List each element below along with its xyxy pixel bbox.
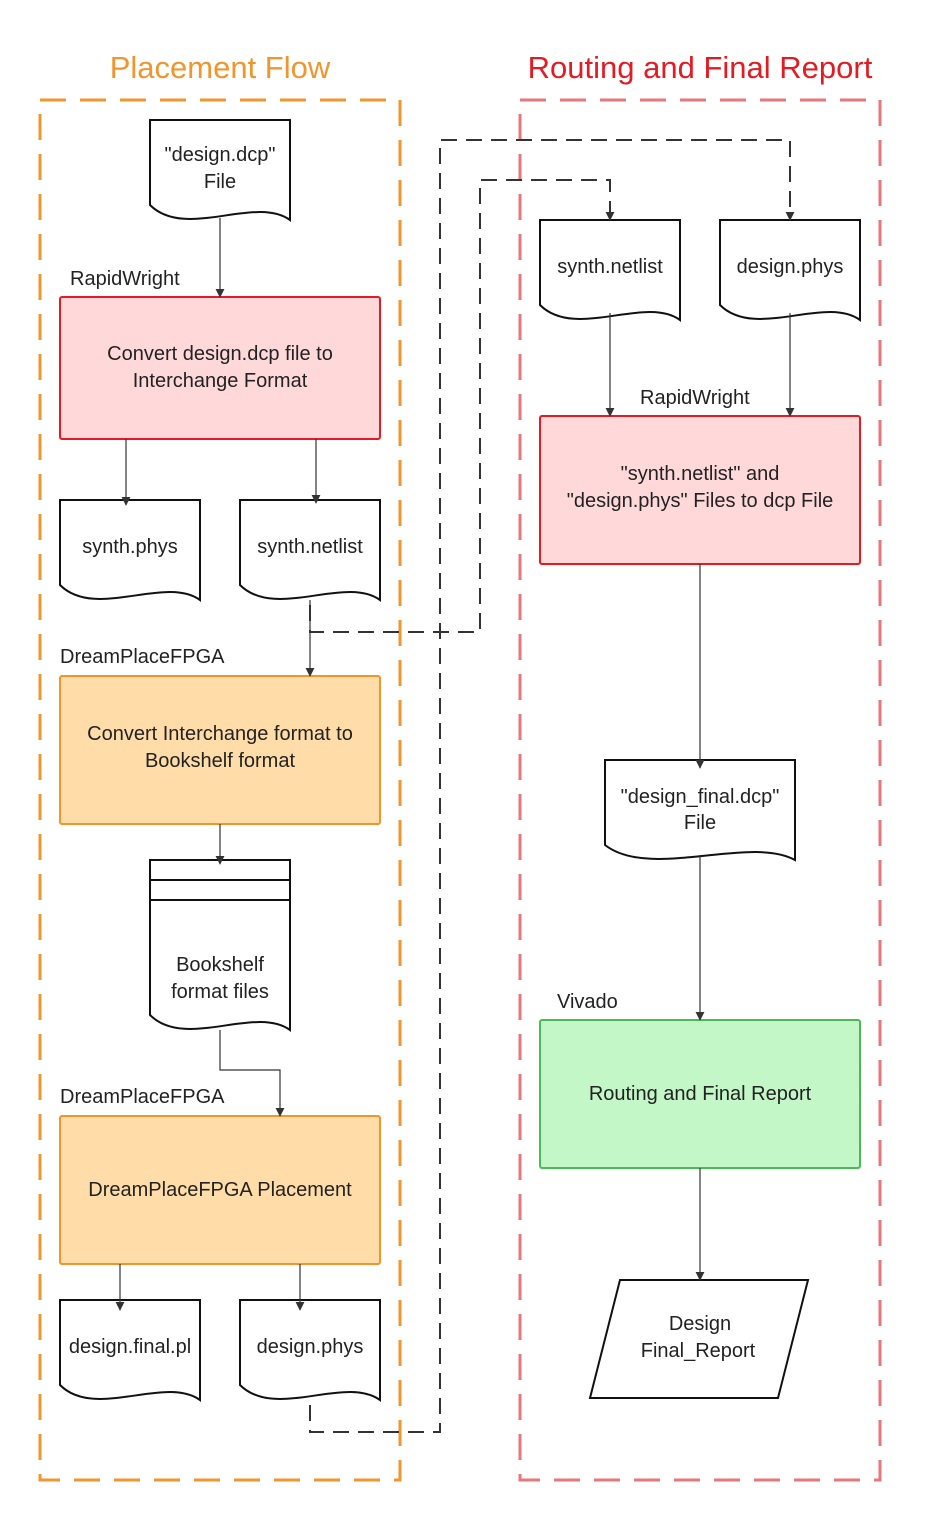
- doc-synth-phys: synth.phys: [59, 499, 201, 602]
- svg-text:Final_Report: Final_Report: [641, 1340, 756, 1362]
- arrow-bookshelf-to-placement: [219, 1030, 285, 1117]
- doc-synth-netlist-left: synth.netlist: [239, 499, 381, 602]
- doc-synth-netlist-right: synth.netlist: [539, 219, 681, 322]
- output-design-final-report: Design Final_Report: [588, 1279, 810, 1399]
- process-routing: Routing and Final Report: [539, 1019, 861, 1169]
- tool-label-dreamplace-2: DreamPlaceFPGA: [60, 1086, 225, 1108]
- svg-text:"design.dcp": "design.dcp": [165, 144, 276, 166]
- svg-text:Interchange Format: Interchange Format: [133, 370, 308, 392]
- svg-text:DreamPlaceFPGA Placement: DreamPlaceFPGA Placement: [88, 1179, 352, 1201]
- placement-flow-title: Placement Flow: [110, 50, 331, 85]
- svg-text:"design_final.dcp": "design_final.dcp": [621, 786, 780, 808]
- doc-design-phys-left: design.phys: [239, 1299, 381, 1402]
- dashed-netlist-to-right: [309, 179, 615, 633]
- routing-title: Routing and Final Report: [528, 50, 873, 85]
- doc-design-dcp: "design.dcp" File: [149, 119, 291, 222]
- svg-text:Routing and Final Report: Routing and Final Report: [589, 1083, 812, 1105]
- placement-flow-frame: [38, 98, 402, 1482]
- svg-text:File: File: [684, 812, 716, 834]
- tool-label-vivado: Vivado: [557, 991, 618, 1013]
- process-convert-dcp: Convert design.dcp file to Interchange F…: [59, 296, 381, 440]
- process-to-dcp: "synth.netlist" and "design.phys" Files …: [539, 415, 861, 565]
- doc-design-phys-right: design.phys: [719, 219, 861, 322]
- tool-label-dreamplace-1: DreamPlaceFPGA: [60, 646, 225, 668]
- svg-text:"design.phys" Files to dcp Fil: "design.phys" Files to dcp File: [567, 490, 834, 512]
- process-dreamplace-placement: DreamPlaceFPGA Placement: [59, 1115, 381, 1265]
- dashed-phys-to-right: [309, 139, 795, 1433]
- svg-text:synth.netlist: synth.netlist: [557, 256, 663, 278]
- svg-text:design.final.pl: design.final.pl: [69, 1336, 191, 1358]
- tool-label-rapidwright-left: RapidWright: [70, 268, 180, 290]
- doc-design-final-pl: design.final.pl: [59, 1299, 201, 1402]
- svg-text:Bookshelf: Bookshelf: [176, 954, 264, 976]
- svg-text:synth.netlist: synth.netlist: [257, 536, 363, 558]
- svg-text:File: File: [204, 171, 236, 193]
- routing-frame: [518, 98, 882, 1482]
- svg-text:design.phys: design.phys: [737, 256, 844, 278]
- process-convert-bookshelf: Convert Interchange format to Bookshelf …: [59, 675, 381, 825]
- svg-text:design.phys: design.phys: [257, 1336, 364, 1358]
- svg-text:synth.phys: synth.phys: [82, 536, 178, 558]
- doc-design-final-dcp: "design_final.dcp" File: [604, 759, 796, 862]
- svg-text:format files: format files: [171, 981, 269, 1003]
- doc-bookshelf-files: Bookshelf format files: [149, 859, 291, 1032]
- svg-text:"synth.netlist" and: "synth.netlist" and: [621, 463, 780, 485]
- svg-text:Design: Design: [669, 1313, 731, 1335]
- svg-text:Bookshelf format: Bookshelf format: [145, 750, 296, 772]
- tool-label-rapidwright-right: RapidWright: [640, 387, 750, 409]
- svg-text:Convert design.dcp file to: Convert design.dcp file to: [107, 343, 333, 365]
- svg-text:Convert Interchange format to: Convert Interchange format to: [87, 723, 353, 745]
